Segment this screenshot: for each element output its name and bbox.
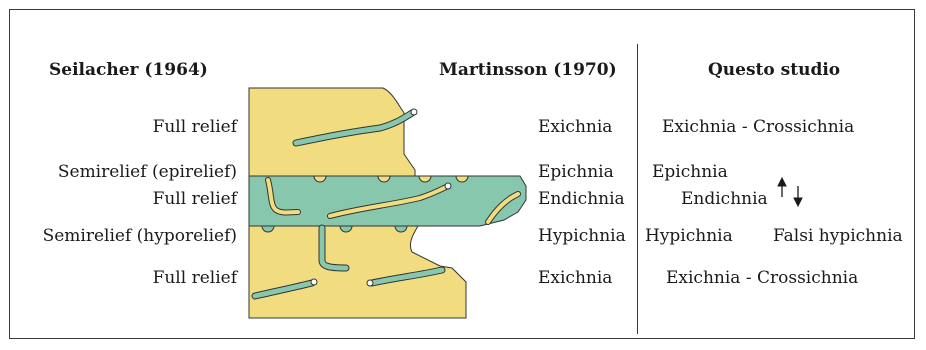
burrow-end-circle (411, 109, 417, 115)
green-bed-layer (249, 176, 526, 226)
sediment-block (249, 88, 415, 176)
arrow-down-icon (794, 186, 802, 206)
arrow-up-icon (778, 178, 786, 197)
